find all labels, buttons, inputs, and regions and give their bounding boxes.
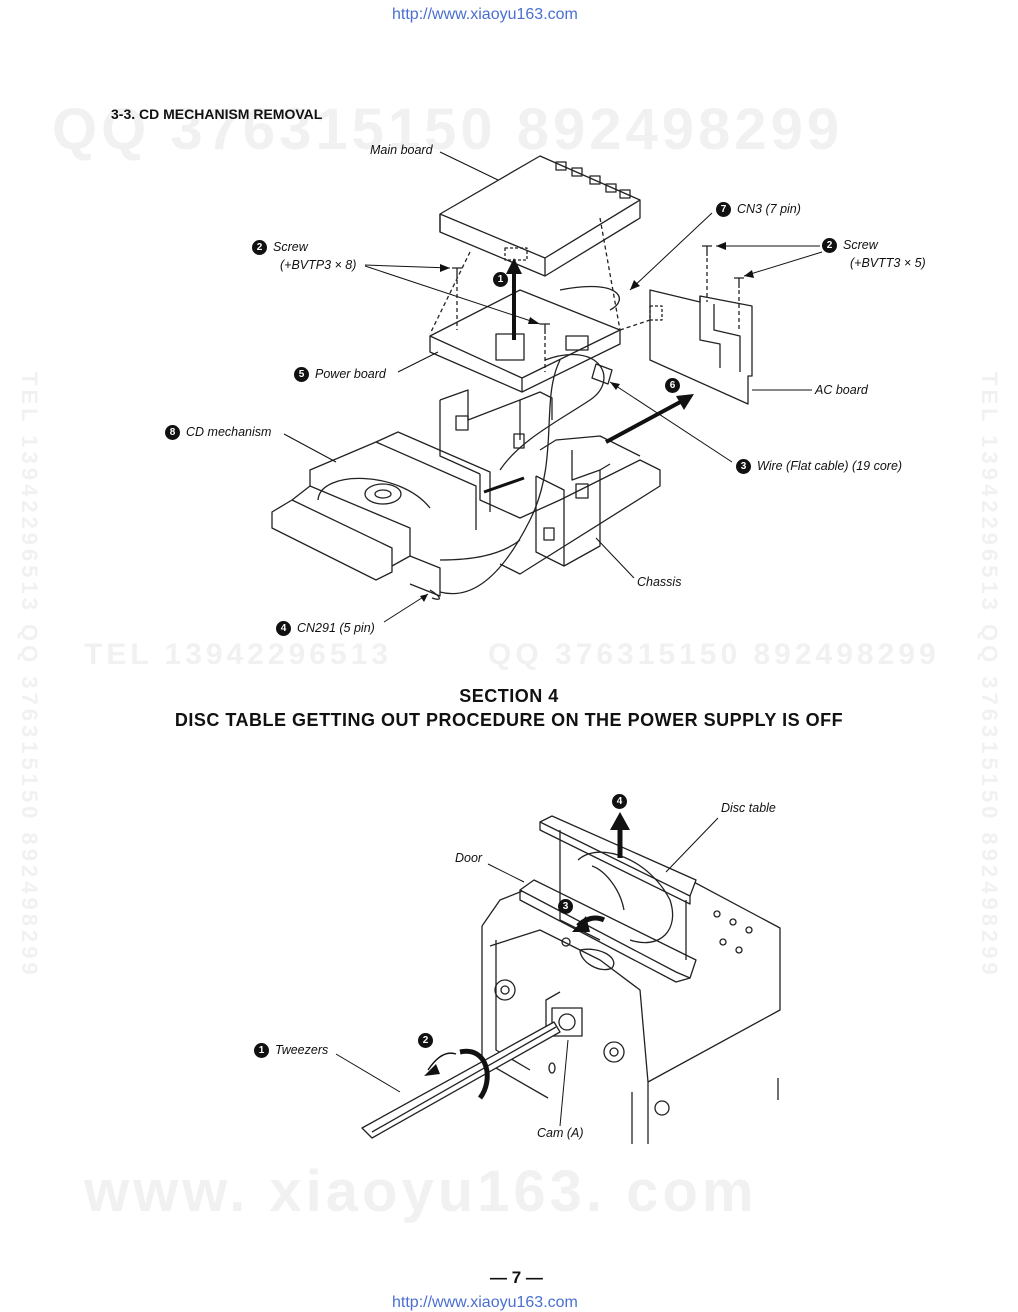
step-6-marker: 6 bbox=[665, 378, 686, 394]
label-screw-right-spec: (+BVTT3 × 5) bbox=[850, 256, 926, 270]
cd-mechanism-drawing bbox=[271, 431, 491, 600]
step-4-marker: 4 bbox=[612, 794, 633, 810]
step-number-1: 1 bbox=[493, 272, 508, 288]
step-2-marker: 2 bbox=[418, 1033, 439, 1049]
watermark-vertical-left: TEL 13942296513 QQ 376315150 892498299 bbox=[17, 372, 42, 979]
watermark-site-bottom: www. xiaoyu163. com bbox=[84, 1159, 758, 1224]
wire-harness-drawing bbox=[439, 285, 620, 595]
label-tweezers-text: Tweezers bbox=[275, 1043, 329, 1057]
step-number-cn291: 4 bbox=[276, 621, 291, 637]
label-cn3-text: CN3 (7 pin) bbox=[737, 202, 801, 216]
label-power-board: 5 Power board bbox=[294, 367, 386, 383]
step-number-6: 6 bbox=[665, 378, 680, 394]
section-4-subtitle: DISC TABLE GETTING OUT PROCEDURE ON THE … bbox=[174, 710, 844, 730]
label-cd-mechanism: 8 CD mechanism bbox=[165, 425, 272, 441]
step-number-screw-left: 2 bbox=[252, 240, 267, 256]
label-cd-mechanism-text: CD mechanism bbox=[186, 425, 272, 439]
label-screw-right: 2 Screw bbox=[822, 238, 878, 254]
label-cn291-text: CN291 (5 pin) bbox=[297, 621, 375, 635]
label-cam-a: Cam (A) bbox=[537, 1126, 584, 1140]
step-1-marker: 1 bbox=[493, 272, 514, 288]
section-heading-cd-mechanism-removal: 3-3. CD MECHANISM REMOVAL bbox=[111, 106, 323, 122]
step-arrows-cd bbox=[483, 258, 694, 494]
step-number-cn3: 7 bbox=[716, 202, 731, 218]
power-board-drawing bbox=[429, 289, 621, 393]
label-wire-text: Wire (Flat cable) (19 core) bbox=[757, 459, 903, 473]
label-screw-right-text: Screw bbox=[843, 238, 878, 252]
step-3-marker: 3 bbox=[558, 899, 579, 915]
step-number-tweezers: 1 bbox=[254, 1043, 269, 1059]
step-number-power-board: 5 bbox=[294, 367, 309, 383]
section-4-title: SECTION 4 bbox=[459, 686, 559, 706]
step-number-cd-mechanism: 8 bbox=[165, 425, 180, 441]
label-chassis: Chassis bbox=[637, 575, 682, 589]
label-ac-board: AC board bbox=[815, 383, 868, 397]
label-power-board-text: Power board bbox=[315, 367, 386, 381]
label-tweezers: 1 Tweezers bbox=[254, 1043, 329, 1059]
watermark-qq-mid: QQ 376315150 892498299 bbox=[488, 638, 940, 671]
label-main-board: Main board bbox=[370, 143, 433, 157]
main-board-drawing bbox=[439, 155, 641, 277]
label-screw-left: 2 Screw bbox=[252, 240, 308, 256]
step-number-2: 2 bbox=[418, 1033, 433, 1049]
screw-drawings bbox=[452, 245, 744, 334]
label-cn3: 7 CN3 (7 pin) bbox=[716, 202, 801, 218]
step-number-screw-right: 2 bbox=[822, 238, 837, 254]
step-number-3: 3 bbox=[558, 899, 573, 915]
tweezers-drawing bbox=[361, 1021, 561, 1139]
step-number-wire: 3 bbox=[736, 459, 751, 475]
step-arrows-disc bbox=[424, 812, 630, 1100]
url-bottom[interactable]: http://www.xiaoyu163.com bbox=[392, 1294, 578, 1311]
label-disc-table: Disc table bbox=[721, 801, 776, 815]
label-screw-left-spec: (+BVTP3 × 8) bbox=[280, 258, 357, 272]
url-top[interactable]: http://www.xiaoyu163.com bbox=[392, 6, 578, 23]
step-number-4: 4 bbox=[612, 794, 627, 810]
watermark-tel-mid: TEL 13942296513 bbox=[84, 638, 392, 671]
label-screw-left-text: Screw bbox=[273, 240, 308, 254]
label-wire: 3 Wire (Flat cable) (19 core) bbox=[736, 459, 903, 475]
page-number: — 7 — bbox=[490, 1268, 543, 1287]
watermark-vertical-right: TEL 13942296513 QQ 376315150 892498299 bbox=[977, 372, 1002, 979]
ac-board-drawing bbox=[649, 289, 753, 405]
label-door: Door bbox=[455, 851, 483, 865]
label-cn291: 4 CN291 (5 pin) bbox=[276, 621, 375, 637]
watermark-qq-top: QQ 376315150 892498299 bbox=[52, 97, 844, 162]
unit-body-drawing bbox=[481, 879, 781, 1144]
